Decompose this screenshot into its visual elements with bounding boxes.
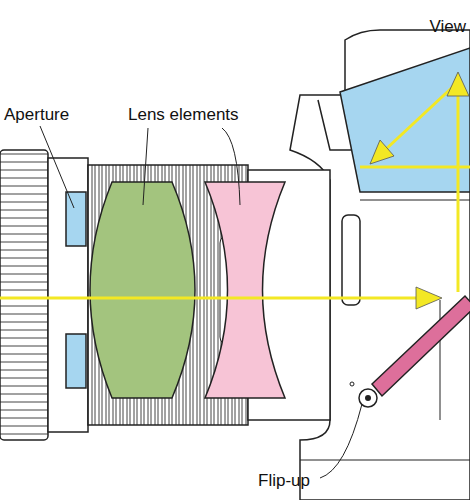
lens-barrel [0,150,330,440]
convex-lens [90,182,195,398]
arrowhead [370,72,469,309]
leader-line [40,126,362,478]
flip-up-mirror [350,296,470,407]
concave-lens [205,182,285,398]
part-label: Aperture [4,106,69,125]
pentaprism [340,48,470,192]
aperture-blade [66,334,86,388]
light-path [0,82,470,298]
part-label: Flip-up [258,472,310,491]
part-label: View [429,18,466,37]
aperture-blade [66,192,86,246]
part-label: Lens elements [128,106,239,125]
